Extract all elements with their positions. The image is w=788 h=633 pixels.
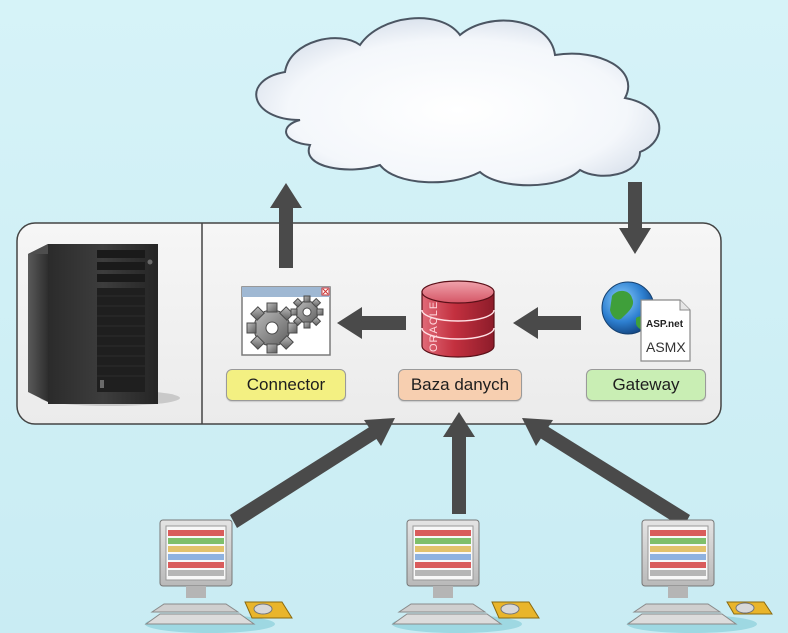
database-icon: ORACLE: [421, 280, 495, 358]
arrow-right-client-to-database: [522, 418, 690, 528]
asp-net-logo-text: ASP.net: [646, 319, 684, 330]
workstation-icon: [626, 519, 773, 633]
database-brand-text: ORACLE: [428, 301, 440, 352]
workstation-icon: [144, 519, 293, 633]
asmx-label: ASMX: [646, 339, 686, 355]
connector-label: Connector: [226, 369, 346, 401]
arrow-center-client-to-database: [443, 412, 475, 514]
arrow-database-to-connector: [337, 307, 406, 339]
database-label: Baza danych: [398, 369, 522, 401]
gateway-label: Gateway: [586, 369, 706, 401]
arrow-left-client-to-database: [230, 418, 395, 528]
asmx-document-icon: ASP.net ASMX: [640, 299, 691, 362]
server-tower-icon: [28, 244, 180, 406]
workstation-icon: [391, 519, 540, 633]
gears-window-icon: [241, 286, 331, 356]
arrow-connector-to-cloud: [270, 183, 302, 268]
arrow-gateway-to-database: [513, 307, 581, 339]
arrow-cloud-to-gateway: [619, 182, 651, 254]
cloud-icon: [255, 17, 661, 187]
